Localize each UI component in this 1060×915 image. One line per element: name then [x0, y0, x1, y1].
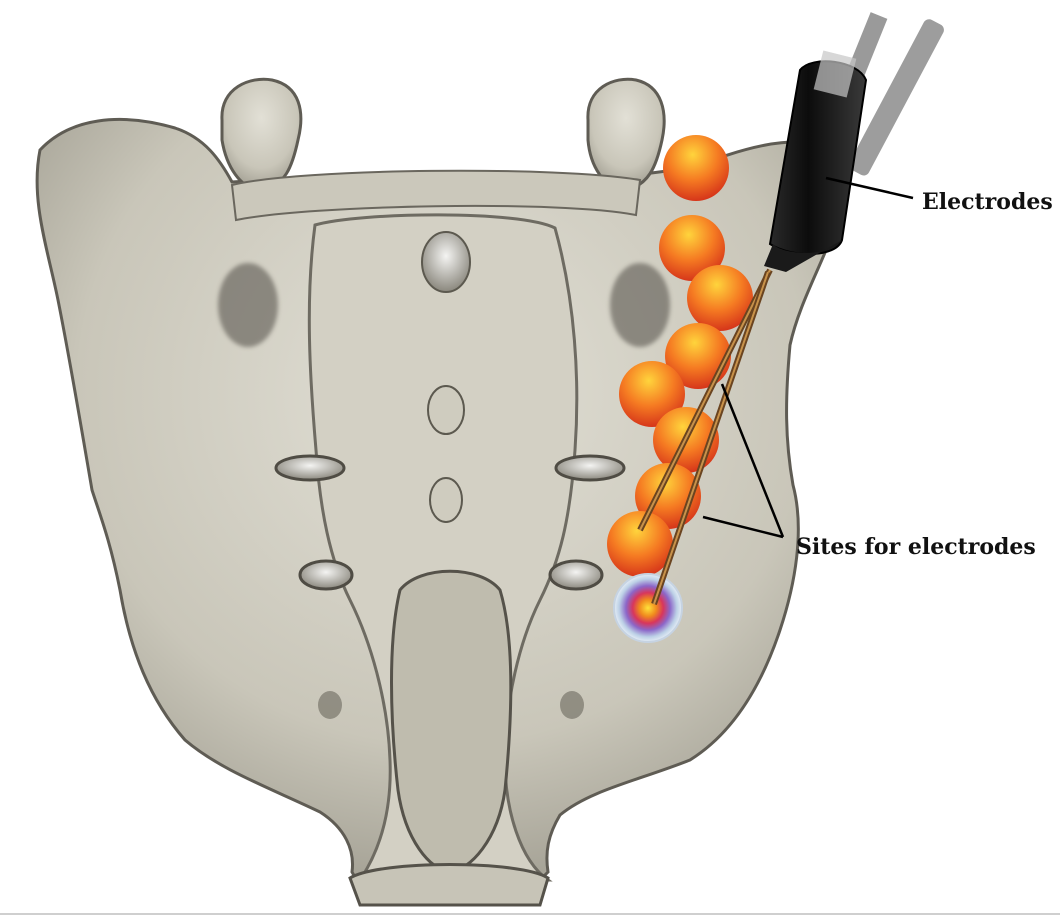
site-8 — [607, 511, 673, 577]
sites-label: Sites for electrodes — [796, 534, 1036, 560]
active-site-target-icon — [614, 574, 682, 642]
site-1 — [663, 135, 729, 201]
sacrum-icon — [37, 79, 849, 905]
electrode-probe-icon — [764, 12, 946, 272]
electrodes-label: Electrodes — [922, 189, 1053, 215]
